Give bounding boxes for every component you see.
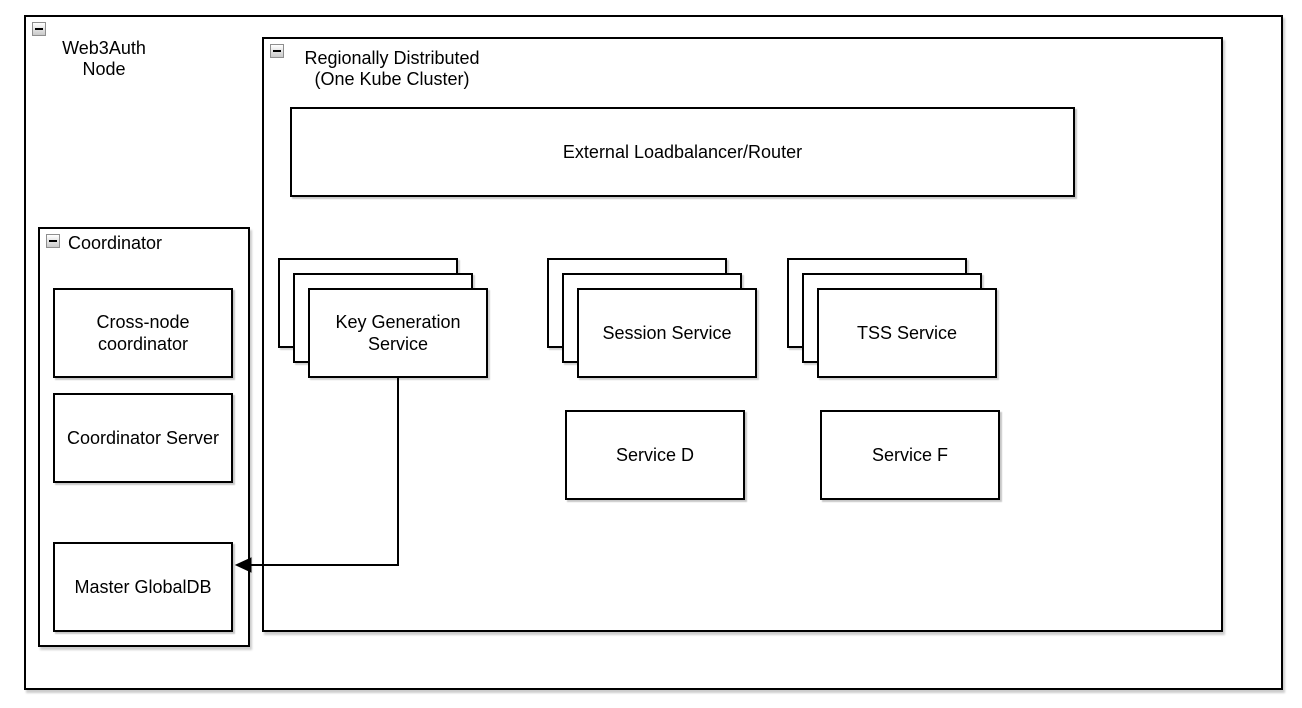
node-service-d[interactable]: Service D (565, 410, 745, 500)
collapse-icon[interactable] (32, 22, 46, 36)
node-key-generation-service[interactable]: Key Generation Service (308, 288, 488, 378)
collapse-icon[interactable] (46, 234, 60, 248)
node-label: Key Generation Service (335, 312, 461, 354)
label-line: Regionally Distributed (304, 48, 480, 68)
node-tss-service[interactable]: TSS Service (817, 288, 997, 378)
node-external-loadbalancer[interactable]: External Loadbalancer/Router (290, 107, 1075, 197)
node-cross-node-coordinator[interactable]: Cross-node coordinator (53, 288, 233, 378)
node-label: Service F (871, 445, 949, 465)
node-service-f[interactable]: Service F (820, 410, 1000, 500)
node-label: Coordinator Server (66, 428, 220, 448)
stack-key-generation-service[interactable]: Key Generation Service (278, 258, 488, 378)
stack-session-service[interactable]: Session Service (547, 258, 757, 378)
container-coordinator-label: Coordinator (68, 233, 162, 254)
node-session-service[interactable]: Session Service (577, 288, 757, 378)
node-label: TSS Service (856, 323, 958, 343)
node-label: Service D (615, 445, 695, 465)
collapse-icon[interactable] (270, 44, 284, 58)
stack-tss-service[interactable]: TSS Service (787, 258, 997, 378)
node-label: Cross-node coordinator (96, 312, 190, 354)
node-coordinator-server[interactable]: Coordinator Server (53, 393, 233, 483)
node-label: Master GlobalDB (74, 577, 212, 597)
container-kube-label: Regionally Distributed (One Kube Cluster… (292, 48, 492, 90)
node-label: Session Service (602, 323, 732, 343)
label-line: (One Kube Cluster) (314, 69, 470, 89)
label-line: Node (82, 59, 126, 79)
label-line: Coordinator (68, 233, 163, 253)
container-web3auth-label: Web3Auth Node (48, 38, 160, 80)
label-line: Web3Auth (62, 38, 146, 58)
node-master-globaldb[interactable]: Master GlobalDB (53, 542, 233, 632)
node-label: External Loadbalancer/Router (562, 142, 803, 162)
